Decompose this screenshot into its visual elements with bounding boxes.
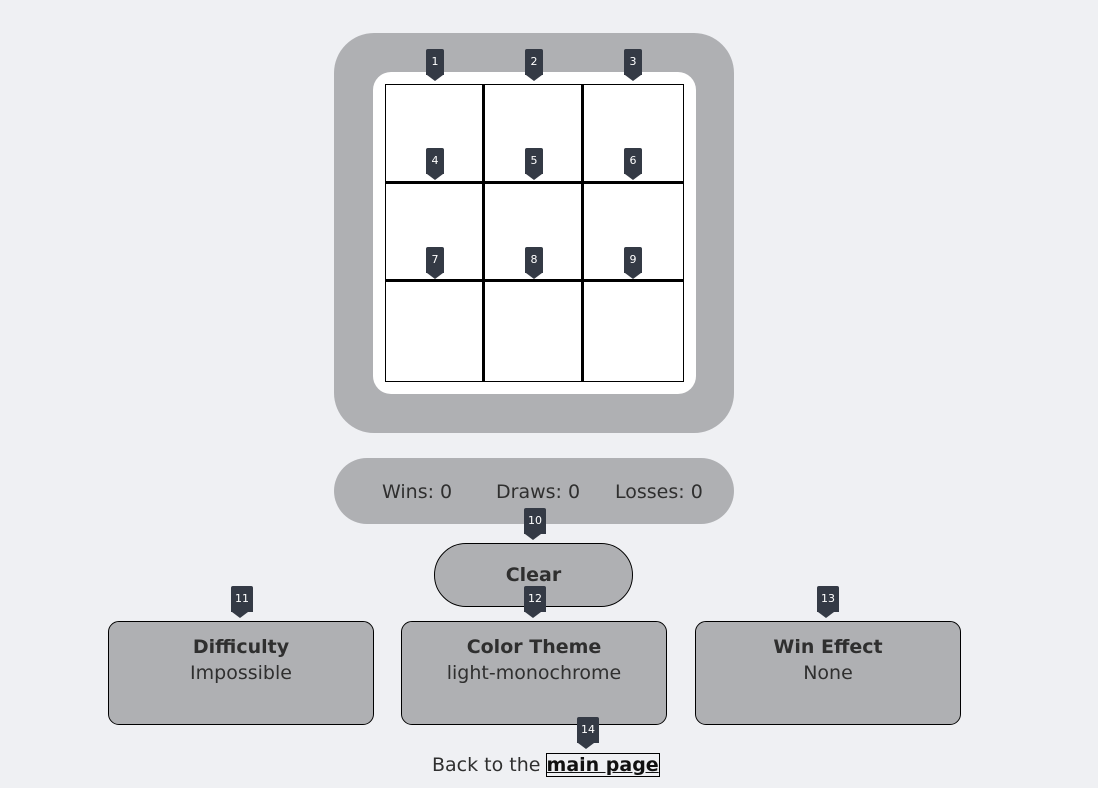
- difficulty-option[interactable]: Difficulty Impossible: [108, 621, 374, 725]
- win-effect-value: None: [803, 662, 853, 684]
- marker-8: 8: [525, 247, 543, 279]
- board-cell-8[interactable]: [485, 282, 584, 381]
- board-cell-7[interactable]: [386, 282, 485, 381]
- difficulty-value: Impossible: [190, 662, 292, 684]
- marker-1: 1: [426, 49, 444, 81]
- color-theme-title: Color Theme: [466, 636, 602, 658]
- marker-2: 2: [525, 49, 543, 81]
- wins-count: Wins: 0: [382, 481, 453, 503]
- marker-13: 13: [817, 586, 839, 618]
- marker-4: 4: [426, 148, 444, 180]
- marker-7: 7: [426, 247, 444, 279]
- marker-3: 3: [624, 49, 642, 81]
- game-board: [385, 84, 684, 382]
- board-cell-9[interactable]: [584, 282, 683, 381]
- color-theme-value: light-monochrome: [446, 662, 622, 684]
- footer-text: Back to the: [432, 754, 547, 776]
- marker-12: 12: [524, 586, 546, 618]
- difficulty-title: Difficulty: [192, 636, 290, 658]
- losses-count: Losses: 0: [615, 481, 703, 503]
- board-cell-5[interactable]: [485, 183, 584, 283]
- marker-5: 5: [525, 148, 543, 180]
- win-effect-option[interactable]: Win Effect None: [695, 621, 961, 725]
- marker-14: 14: [577, 717, 599, 749]
- marker-9: 9: [624, 247, 642, 279]
- marker-6: 6: [624, 148, 642, 180]
- marker-11: 11: [231, 586, 253, 618]
- draws-count: Draws: 0: [496, 481, 581, 503]
- main-page-link[interactable]: main page: [545, 753, 660, 777]
- footer: Back to the main page: [432, 753, 660, 777]
- win-effect-title: Win Effect: [773, 636, 883, 658]
- marker-10: 10: [524, 508, 546, 540]
- color-theme-option[interactable]: Color Theme light-monochrome: [401, 621, 667, 725]
